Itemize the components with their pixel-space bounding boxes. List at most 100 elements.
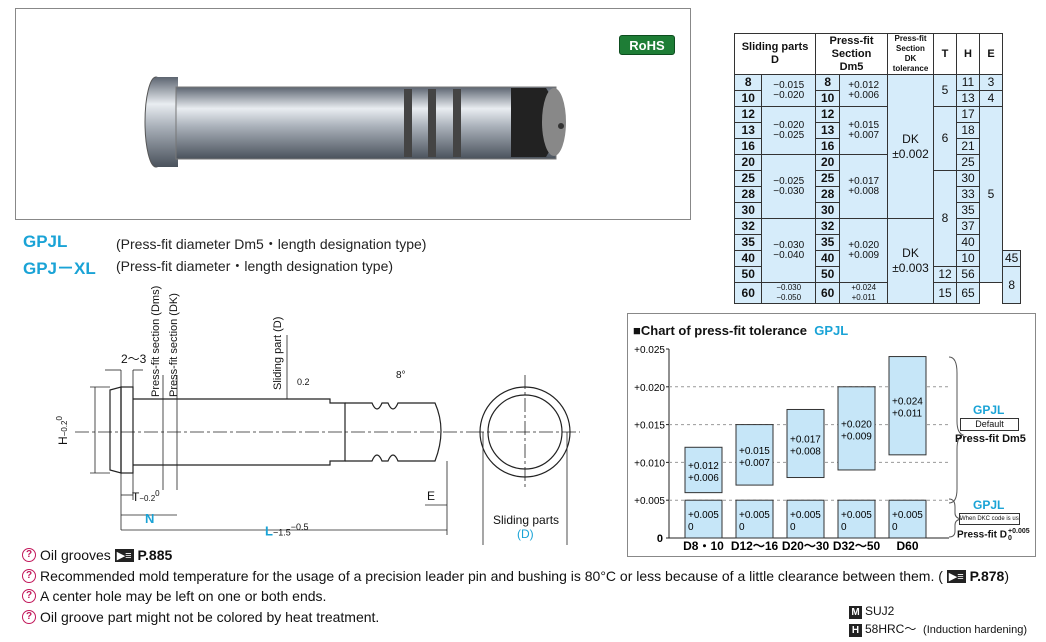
- tolerance-chart: +0.025+0.020+0.015+0.010+0.0050+0.012+0.…: [634, 345, 965, 553]
- book-icon: ▶≡: [114, 548, 134, 562]
- h-value: 37: [956, 218, 980, 235]
- rohs-badge: RoHS: [619, 35, 675, 55]
- bar-label-lower: 0: [892, 522, 898, 533]
- bar-label-upper: +0.005: [739, 510, 770, 521]
- tolerance-bar: [837, 386, 876, 471]
- dm-tol: +0.024+0.011: [839, 282, 888, 304]
- bar-label-upper: +0.020: [841, 419, 872, 430]
- d-value: 10: [733, 90, 763, 107]
- dm-value: 20: [814, 154, 841, 171]
- page-ref-link[interactable]: P.885: [137, 547, 173, 563]
- legend-code-default: GPJL: [973, 403, 1005, 417]
- dk-tol-1: DK±0.002: [887, 74, 934, 219]
- h-value: 25: [956, 154, 980, 171]
- note-center-hole: ? A center hole may be left on one or bo…: [22, 588, 326, 604]
- y-tick-label: +0.015: [634, 421, 665, 432]
- t-value: 15: [933, 282, 957, 304]
- note-oil-groove-color: ? Oil groove part might not be colored b…: [22, 609, 379, 625]
- d-tol: −0.030−0.050: [761, 282, 816, 304]
- dm-value: 35: [814, 234, 841, 251]
- legend-tag-dkc: When DKC code is used: [959, 513, 1020, 525]
- hint-icon: ?: [22, 569, 36, 583]
- d-value: 28: [733, 186, 763, 203]
- label-t: T−0.20: [132, 489, 160, 504]
- t-value: 12: [933, 266, 957, 283]
- h-value: 56: [956, 266, 980, 283]
- d-value: 12: [733, 106, 763, 123]
- product-desc: (Press-fit diameter・length designation t…: [116, 258, 394, 274]
- x-tick-label: D8・10: [683, 539, 724, 553]
- bar-label-upper: +0.017: [790, 435, 821, 446]
- t-value: 10: [956, 250, 980, 267]
- dm-tol: +0.012+0.006: [839, 74, 888, 107]
- d-value: 60: [733, 282, 763, 304]
- dm-tol: +0.020+0.009: [839, 218, 888, 283]
- d-value: 13: [733, 122, 763, 139]
- note-mold-temperature: ? Recommended mold temperature for the u…: [22, 568, 1009, 584]
- d-value: 16: [733, 138, 763, 155]
- book-icon: ▶≡: [946, 569, 966, 583]
- legend-brace-default: [948, 356, 965, 504]
- y-tick-label: +0.025: [634, 345, 665, 356]
- bar-label-lower: +0.009: [841, 431, 872, 442]
- header-h: H: [956, 33, 980, 75]
- label-e: E: [427, 489, 436, 503]
- tolerance-bar: [735, 499, 774, 539]
- dm-value: 10: [814, 90, 841, 107]
- legend-text-default: Press-fit Dm5: [955, 433, 1026, 445]
- bar-label-lower: +0.008: [790, 447, 821, 458]
- dm-value: 30: [814, 202, 841, 219]
- hint-icon: ?: [22, 610, 36, 624]
- h-value: 35: [956, 202, 980, 219]
- legend-code-dkc: GPJL: [973, 498, 1005, 512]
- bar-label-upper: +0.005: [688, 510, 719, 521]
- dm-tol: +0.017+0.008: [839, 154, 888, 219]
- bar-label-upper: +0.012: [688, 461, 719, 472]
- d-tol: −0.015−0.020: [761, 74, 816, 107]
- x-tick-label: D12～16: [731, 539, 779, 553]
- bar-label-upper: +0.015: [739, 446, 770, 457]
- page-ref-link[interactable]: P.878: [969, 568, 1005, 584]
- y-tick-label: +0.010: [634, 458, 665, 469]
- x-tick-label: D20～30: [782, 539, 830, 553]
- tolerance-bar: [888, 356, 927, 456]
- d-value: 35: [733, 234, 763, 251]
- bar-label-lower: +0.007: [739, 458, 770, 469]
- dim-2-3: 2～3: [121, 352, 147, 366]
- y-tick-label: +0.005: [634, 496, 665, 507]
- bar-label-lower: 0: [739, 522, 745, 533]
- h-value: 45: [1001, 250, 1022, 267]
- t-value: 8: [933, 170, 957, 267]
- product-code: GPJL: [23, 232, 68, 251]
- note-oil-grooves: ? Oil grooves ▶≡ P.885: [22, 547, 172, 563]
- y-tick-label: 0: [657, 533, 663, 545]
- label-h-tol: H−0.20: [55, 416, 70, 445]
- d-value: 50: [733, 266, 763, 283]
- label-n: N: [145, 511, 155, 526]
- t-value: 5: [933, 74, 957, 107]
- x-tick-label: D32～50: [833, 539, 881, 553]
- dm-value: 8: [814, 74, 841, 91]
- label-sliding-parts-d: (D): [517, 527, 534, 541]
- label-press-fit-dms: Press-fit section (Dms): [150, 285, 162, 397]
- bar-label-upper: +0.005: [892, 510, 923, 521]
- header-e: E: [979, 33, 1003, 75]
- tolerance-bar: [684, 446, 723, 494]
- label-chamfer: 0.2: [297, 377, 310, 387]
- dm-value: 60: [814, 282, 841, 304]
- header-t: T: [933, 33, 957, 75]
- h-value: 18: [956, 122, 980, 139]
- d-value: 30: [733, 202, 763, 219]
- dm-value: 16: [814, 138, 841, 155]
- h-value: 13: [956, 90, 980, 107]
- h-value: 65: [956, 282, 980, 304]
- bar-label-lower: 0: [841, 522, 847, 533]
- bar-label-upper: +0.005: [790, 510, 821, 521]
- x-tick-label: D60: [896, 539, 918, 553]
- legend-tag-default: Default: [960, 418, 1019, 431]
